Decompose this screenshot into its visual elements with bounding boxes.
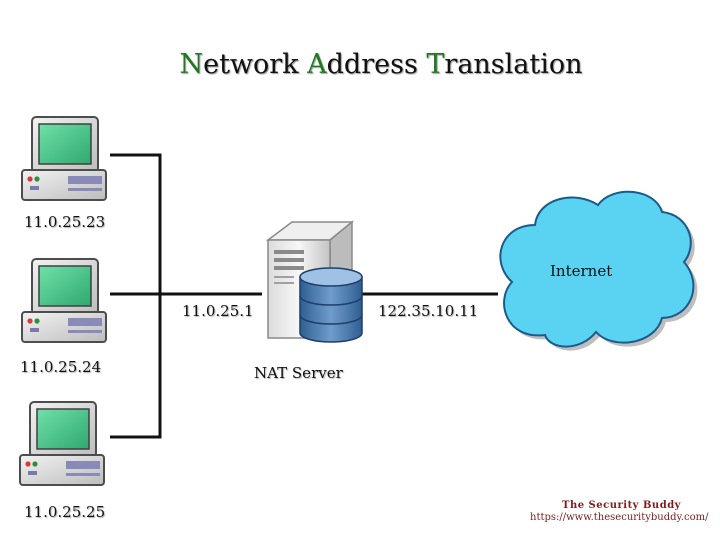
computer-2 [21, 258, 107, 343]
desktop-computer-icon [21, 258, 107, 343]
title-initial-a: A [307, 49, 327, 80]
title-word-address: ddress [326, 49, 427, 80]
computer-1 [21, 116, 107, 201]
computer-3-ip: 11.0.25.25 [24, 503, 106, 521]
nat-server-label: NAT Server [254, 364, 343, 382]
title-word-translation: ranslation [444, 49, 583, 80]
computer-2-ip: 11.0.25.24 [20, 358, 102, 376]
title-initial-t: T [426, 49, 445, 80]
credit-name: The Security Buddy [562, 500, 681, 511]
credit-url: https://www.thesecuritybuddy.com/ [530, 512, 709, 523]
desktop-computer-icon [21, 116, 107, 201]
diagram-title: Network Address Translation [0, 49, 720, 80]
cloud-icon [499, 190, 698, 351]
internet-label: Internet [550, 262, 613, 280]
computer-3 [19, 401, 105, 486]
server-database-icon [265, 220, 363, 343]
nat-outside-ip: 122.35.10.11 [378, 302, 479, 320]
desktop-computer-icon [19, 401, 105, 486]
title-word-network: etwork [203, 49, 308, 80]
title-initial-n: N [179, 49, 204, 80]
computer-1-ip: 11.0.25.23 [24, 213, 106, 231]
network-wiring [110, 153, 498, 439]
nat-inside-ip: 11.0.25.1 [182, 302, 254, 320]
